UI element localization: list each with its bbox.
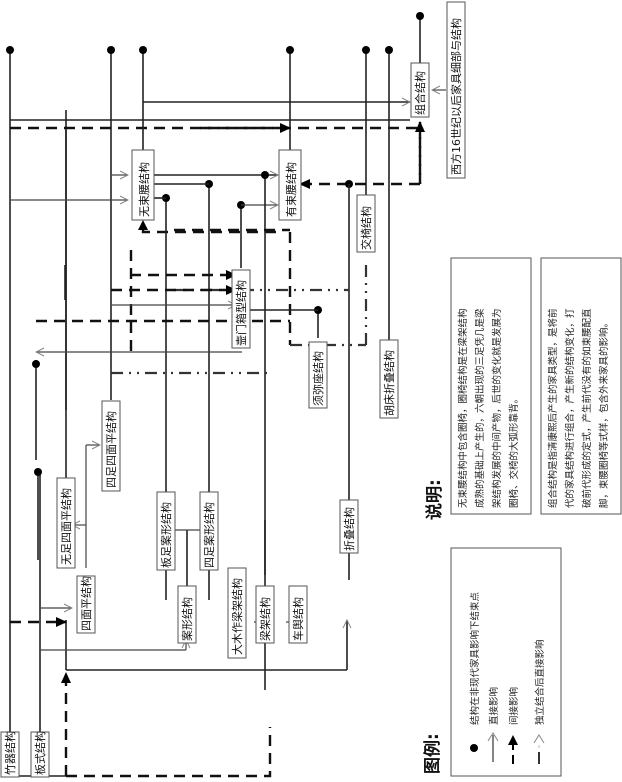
note1-line-1: 无束腰结构中包含圈椅，圈椅结构是在梁架结构 [457, 308, 469, 508]
node-beam-frame-label: 梁架结构 [258, 597, 272, 641]
node-board-leg-label: 板足案形结构 [159, 502, 173, 568]
node-four-side-flat-label: 四面平结构 [79, 576, 93, 631]
bamboo-end-dot [6, 46, 14, 54]
legend-item-direct-label: 直接影响 [488, 687, 500, 725]
node-carriage[interactable]: 车舆结构 [288, 585, 308, 644]
note2-line-2: 代的家具结构进行组合，产生新的结构变化，打 [564, 308, 576, 508]
nowaist-arrowhead [138, 220, 148, 230]
legend-direct-arrow-icon [487, 732, 499, 742]
node-waisted-label: 有束腰结构 [284, 162, 298, 217]
node-sumeru[interactable]: 须弥座结构 [308, 341, 328, 409]
bamboo-to-beam-dashed [66, 727, 272, 778]
legend-indirect-arrow-icon [508, 735, 518, 745]
node-western-label: 西方16世纪以后家具细部与结构 [449, 18, 463, 175]
node-four-leg-label: 四足四面平结构 [104, 411, 118, 488]
beam-frame-dot [261, 171, 269, 179]
legend-item-indirect-label: 间接影响 [508, 687, 520, 725]
node-western[interactable]: 西方16世纪以后家具细部与结构 [446, 1, 466, 179]
legend-section: 图例: 结构在非现代家具影响下结束点 直接影响 间接影响 独立结合后直接影响 [422, 547, 562, 777]
fourleg-end-dot [107, 46, 115, 54]
node-four-side-flat[interactable]: 四面平结构 [76, 575, 96, 634]
node-four-leg-four-side-flat[interactable]: 四足四面平结构 [101, 400, 121, 492]
node-carriage-label: 车舆结构 [291, 597, 305, 641]
jiaoyi-end-dot [362, 46, 370, 54]
note2-line-1: 组合结构是指清康熙后产生的家具类型，是将前 [547, 308, 559, 508]
node-big-wood-label: 大木作梁架结构 [230, 578, 244, 655]
node-board-label: 板式结构 [33, 731, 47, 775]
legend-item-dot-label: 结构在非现代家具影响下结束点 [469, 591, 481, 725]
note2-line-4: 脚，束腰圈椅等式样，包含外来家具的影响。 [598, 318, 610, 508]
node-table-form[interactable]: 案形结构 [177, 585, 197, 644]
note1-line-4: 圈椅、交椅的大弧形靠背。 [508, 394, 520, 508]
node-kunmen-label: 壸门箱型结构 [234, 280, 248, 346]
node-bamboo[interactable]: 竹器结构 [0, 731, 20, 778]
node-no-leg-label: 无足四面平结构 [59, 488, 73, 565]
legend-box [450, 547, 562, 777]
node-kunmen-box[interactable]: 壸门箱型结构 [231, 269, 251, 349]
node-folding-label: 折叠结构 [342, 507, 356, 551]
node-folding[interactable]: 折叠结构 [339, 499, 359, 554]
node-board[interactable]: 板式结构 [30, 731, 50, 778]
node-combined[interactable]: 组合结构 [410, 62, 430, 118]
node-big-wood-beam[interactable]: 大木作梁架结构 [227, 567, 247, 659]
node-waisted[interactable]: 有束腰结构 [278, 149, 302, 221]
legend-dashdot-arrow-icon [533, 734, 545, 744]
node-four-leg-table[interactable]: 四足案形结构 [199, 491, 219, 571]
node-no-waist[interactable]: 无束腰结构 [131, 149, 155, 221]
note-box-2 [540, 257, 622, 515]
note1-line-3: 架结构发展的中间产物，后世的变化就是发展为 [491, 308, 503, 508]
node-no-waist-label: 无束腰结构 [137, 162, 151, 217]
notes-title: 说明: [424, 479, 445, 520]
legend-dot-icon [470, 744, 478, 752]
node-beam-frame[interactable]: 梁架结构 [255, 585, 275, 644]
nowaist-end-dot [139, 46, 147, 54]
node-board-leg-table[interactable]: 板足案形结构 [156, 491, 176, 571]
waisted-end-dot [286, 46, 294, 54]
notes-section: 说明: 无束腰结构中包含圈椅，圈椅结构是在梁架结构 成熟的基础上产生的，六朝出现… [424, 257, 622, 520]
connections [6, 12, 446, 778]
board-end-dot [34, 468, 42, 476]
hubed-end-dot [385, 46, 393, 54]
node-table-form-label: 案形结构 [180, 597, 194, 641]
node-bamboo-label: 竹器结构 [3, 731, 17, 775]
node-jiaoyi[interactable]: 交椅结构 [356, 194, 376, 253]
node-no-leg-four-side-flat[interactable]: 无足四面平结构 [56, 477, 76, 569]
note1-line-2: 成熟的基础上产生的，六朝出现的三足凭几是梁 [474, 308, 486, 508]
combined-end-dot [416, 12, 424, 20]
note-box-1 [450, 257, 532, 515]
node-sumeru-label: 须弥座结构 [311, 351, 325, 406]
node-hu-bed[interactable]: 胡床折叠结构 [379, 339, 399, 419]
note2-line-3: 破前代形成的定式，产生前代没有的如束腰配直 [581, 308, 593, 508]
legend-title: 图例: [422, 733, 443, 774]
node-hu-bed-label: 胡床折叠结构 [382, 350, 396, 416]
nodes: 竹器结构 板式结构 四面平结构 无足四面平结构 四足四面平结构 案形结构 板足案… [0, 1, 466, 778]
node-four-leg-table-label: 四足案形结构 [202, 502, 216, 568]
node-jiaoyi-label: 交椅结构 [359, 206, 373, 250]
node-combined-label: 组合结构 [413, 71, 427, 115]
legend-item-dashdot-label: 独立结合后直接影响 [534, 639, 546, 725]
left-mid-dot [32, 360, 40, 368]
